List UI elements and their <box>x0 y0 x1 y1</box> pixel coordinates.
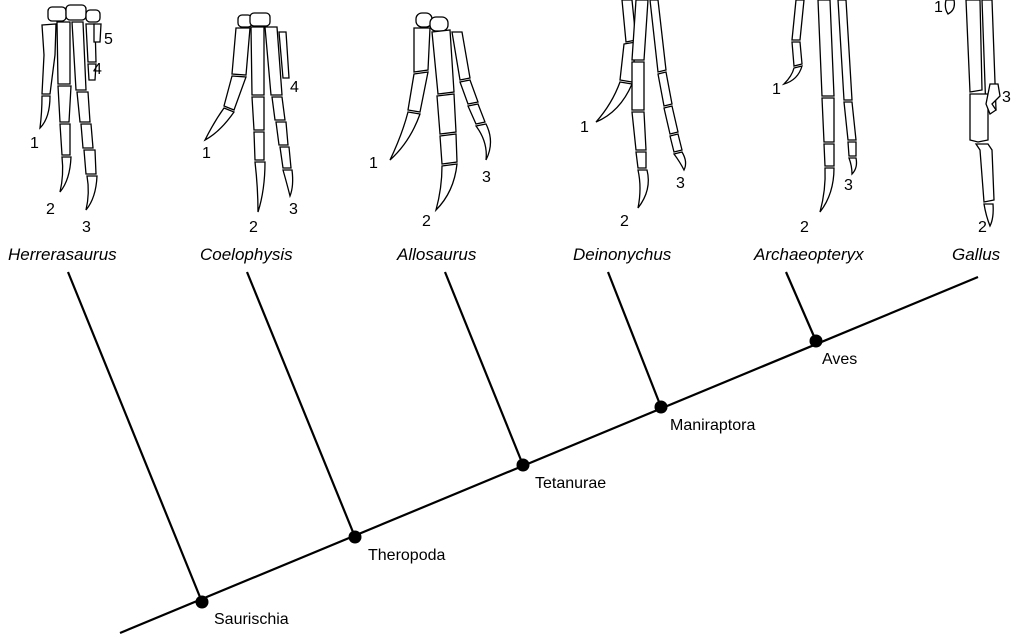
digit-label-deinonychus-1: 1 <box>580 119 589 136</box>
hand-deinonychus: 1 2 3 <box>580 0 686 230</box>
clade-label-theropoda: Theropoda <box>368 547 445 564</box>
digit-label-archaeopteryx-1: 1 <box>772 81 781 98</box>
taxon-label-gallus: Gallus <box>952 245 1001 264</box>
digit-label-deinonychus-3: 3 <box>676 175 685 192</box>
digit-label-gallus-1: 1 <box>934 0 943 16</box>
hand-gallus: 1 2 3 <box>934 0 1011 236</box>
digit-label-allosaurus-3: 3 <box>482 169 491 186</box>
digit-label-archaeopteryx-2: 2 <box>800 219 809 236</box>
taxon-label-deinonychus: Deinonychus <box>573 245 672 264</box>
hand-coelophysis: 1 2 3 4 <box>202 13 299 236</box>
branch-deinonychus <box>608 272 661 407</box>
digit-label-deinonychus-2: 2 <box>620 213 629 230</box>
digit-label-herrerasaurus-4: 4 <box>93 61 102 78</box>
taxon-label-coelophysis: Coelophysis <box>200 245 293 264</box>
digit-label-coelophysis-1: 1 <box>202 145 211 162</box>
main-stem <box>120 277 978 633</box>
digit-label-herrerasaurus-1: 1 <box>30 135 39 152</box>
hand-archaeopteryx: 1 2 3 <box>772 0 857 236</box>
digit-label-allosaurus-2: 2 <box>422 213 431 230</box>
node-tetanurae <box>517 459 530 472</box>
digit-label-archaeopteryx-3: 3 <box>844 177 853 194</box>
node-maniraptora <box>655 401 668 414</box>
hand-herrerasaurus: 1 2 3 4 5 <box>30 5 113 236</box>
digit-label-herrerasaurus-2: 2 <box>46 201 55 218</box>
digit-label-coelophysis-3: 3 <box>289 201 298 218</box>
digit-label-gallus-2: 2 <box>978 219 987 236</box>
taxon-label-herrerasaurus: Herrerasaurus <box>8 245 117 264</box>
cladogram-tree <box>68 272 978 633</box>
digit-label-coelophysis-4: 4 <box>290 79 299 96</box>
clade-label-tetanurae: Tetanurae <box>535 475 606 492</box>
taxon-labels: Herrerasaurus Coelophysis Allosaurus Dei… <box>8 245 1001 264</box>
digit-label-herrerasaurus-5: 5 <box>104 31 113 48</box>
node-saurischia <box>196 596 209 609</box>
digit-label-herrerasaurus-3: 3 <box>82 219 91 236</box>
clade-labels: Saurischia Theropoda Tetanurae Manirapto… <box>214 351 857 628</box>
taxon-label-allosaurus: Allosaurus <box>396 245 477 264</box>
digit-label-gallus-3: 3 <box>1002 89 1011 106</box>
node-theropoda <box>349 531 362 544</box>
hand-allosaurus: 1 2 3 <box>369 13 491 230</box>
branch-allosaurus <box>445 272 523 465</box>
branch-herrerasaurus <box>68 272 202 602</box>
node-aves <box>810 335 823 348</box>
branch-archaeopteryx <box>786 272 816 341</box>
branch-coelophysis <box>247 272 355 537</box>
digit-label-allosaurus-1: 1 <box>369 155 378 172</box>
clade-label-maniraptora: Maniraptora <box>670 417 755 434</box>
taxon-label-archaeopteryx: Archaeopteryx <box>753 245 864 264</box>
clade-label-saurischia: Saurischia <box>214 611 289 628</box>
digit-label-coelophysis-2: 2 <box>249 219 258 236</box>
clade-label-aves: Aves <box>822 351 857 368</box>
